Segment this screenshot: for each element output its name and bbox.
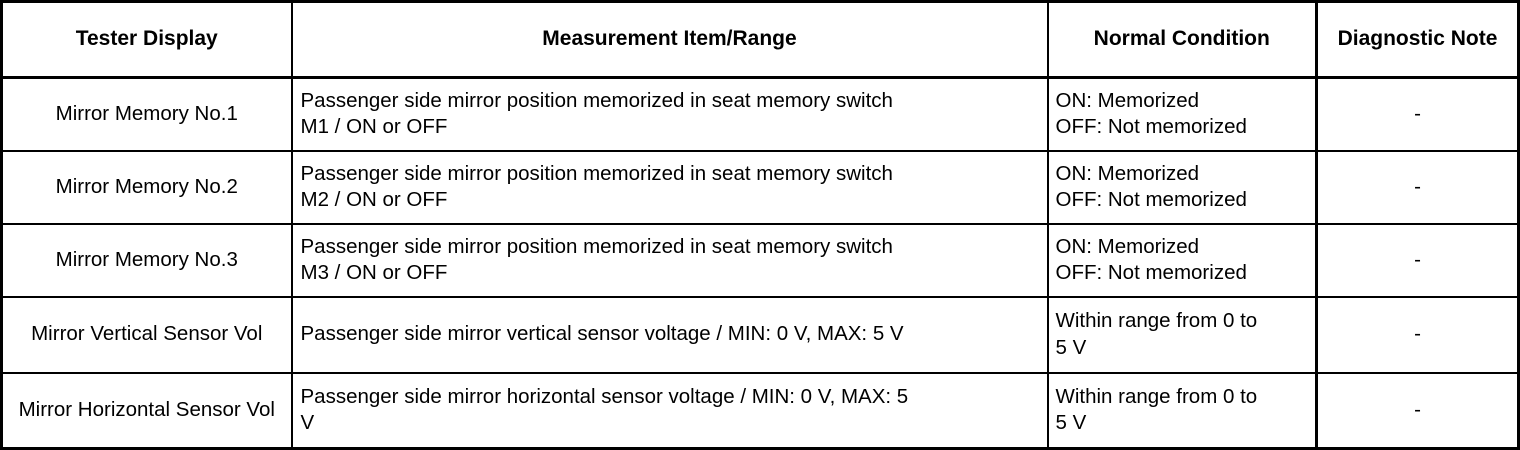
cell-measurement-item-range: Passenger side mirror position memorized… bbox=[291, 77, 1049, 151]
normal-condition-line-2: OFF: Not memorized bbox=[1055, 188, 1247, 211]
table-row: Mirror Memory No.1 Passenger side mirror… bbox=[1, 77, 1519, 151]
measurement-line-2: M1 / ON or OFF bbox=[300, 115, 448, 139]
column-header-diagnostic-note: Diagnostic Note bbox=[1316, 1, 1519, 79]
cell-normal-condition: ON: Memorized OFF: Not memorized bbox=[1047, 149, 1318, 224]
cell-tester-display: Mirror Memory No.2 bbox=[1, 149, 293, 224]
normal-condition-line-1: Within range from 0 to bbox=[1055, 309, 1258, 333]
normal-condition-line-1: ON: Memorized bbox=[1055, 161, 1200, 185]
measurement-line-1: Passenger side mirror position memorized… bbox=[300, 89, 893, 113]
cell-diagnostic-note: - bbox=[1316, 149, 1519, 224]
table-row: Mirror Memory No.3 Passenger side mirror… bbox=[1, 222, 1519, 297]
cell-tester-display: Mirror Vertical Sensor Vol bbox=[1, 295, 293, 373]
normal-condition-line-2: 5 V bbox=[1055, 411, 1087, 435]
column-header-normal-condition: Normal Condition bbox=[1047, 1, 1318, 79]
normal-condition-line-1: Within range from 0 to bbox=[1055, 385, 1258, 409]
cell-tester-display: Mirror Horizontal Sensor Vol bbox=[1, 371, 293, 449]
cell-measurement-item-range: Passenger side mirror position memorized… bbox=[291, 149, 1049, 224]
cell-diagnostic-note: - bbox=[1316, 222, 1519, 297]
cell-diagnostic-note: - bbox=[1316, 295, 1519, 373]
cell-measurement-item-range: Passenger side mirror position memorized… bbox=[291, 222, 1049, 297]
column-header-tester-display: Tester Display bbox=[1, 1, 293, 79]
normal-condition-line-2: OFF: Not memorized bbox=[1055, 115, 1247, 139]
normal-condition-line-1: ON: Memorized bbox=[1055, 89, 1200, 113]
cell-tester-display: Mirror Memory No.3 bbox=[1, 222, 293, 297]
measurement-line-1: Passenger side mirror position memorized… bbox=[300, 234, 893, 258]
measurement-line-2: M3 / ON or OFF bbox=[300, 261, 448, 284]
measurement-line-1: Passenger side mirror vertical sensor vo… bbox=[300, 322, 904, 346]
table-header-row: Tester Display Measurement Item/Range No… bbox=[1, 1, 1519, 79]
measurement-line-1: Passenger side mirror position memorized… bbox=[300, 161, 893, 185]
table-body: Mirror Memory No.1 Passenger side mirror… bbox=[1, 77, 1519, 449]
cell-measurement-item-range: Passenger side mirror horizontal sensor … bbox=[291, 371, 1049, 449]
table-row: Mirror Horizontal Sensor Vol Passenger s… bbox=[1, 371, 1519, 449]
cell-normal-condition: Within range from 0 to 5 V bbox=[1047, 295, 1318, 373]
table-row: Mirror Vertical Sensor Vol Passenger sid… bbox=[1, 295, 1519, 373]
table-row: Mirror Memory No.2 Passenger side mirror… bbox=[1, 149, 1519, 224]
normal-condition-line-1: ON: Memorized bbox=[1055, 234, 1200, 258]
measurement-line-2: M2 / ON or OFF bbox=[300, 188, 448, 211]
cell-normal-condition: ON: Memorized OFF: Not memorized bbox=[1047, 77, 1318, 151]
cell-measurement-item-range: Passenger side mirror vertical sensor vo… bbox=[291, 295, 1049, 373]
measurement-line-2: V bbox=[300, 411, 315, 435]
cell-tester-display: Mirror Memory No.1 bbox=[1, 77, 293, 151]
cell-diagnostic-note: - bbox=[1414, 102, 1421, 126]
measurement-line-1: Passenger side mirror horizontal sensor … bbox=[300, 385, 909, 409]
cell-diagnostic-note: - bbox=[1316, 371, 1519, 449]
cell-normal-condition: Within range from 0 to 5 V bbox=[1047, 371, 1318, 449]
normal-condition-line-2: 5 V bbox=[1055, 335, 1087, 359]
column-header-measurement-item-range: Measurement Item/Range bbox=[291, 1, 1049, 79]
cell-normal-condition: ON: Memorized OFF: Not memorized bbox=[1047, 222, 1318, 297]
table-header: Tester Display Measurement Item/Range No… bbox=[1, 1, 1519, 79]
normal-condition-line-2: OFF: Not memorized bbox=[1055, 261, 1247, 284]
